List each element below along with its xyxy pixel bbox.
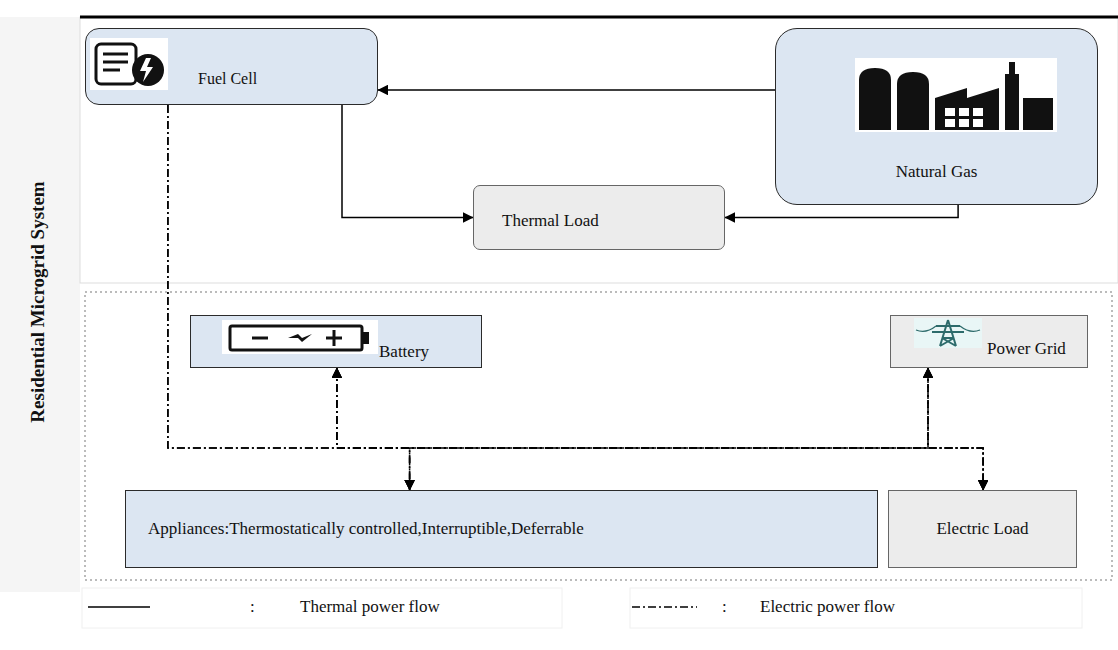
legend-separator: : [722,595,727,619]
legend-separator: : [250,595,255,619]
electric-panel [85,292,1112,580]
thermal-panel [80,17,1118,283]
node-label: Fuel Cell [198,69,257,88]
node-label: Thermal Load [502,211,599,231]
legend-panel [630,588,1082,628]
node-box: Power Grid [890,315,1088,368]
legend-panel [82,588,562,628]
node-box: Electric Load [888,490,1077,568]
node-box: Appliances:Thermostatically controlled,I… [125,490,878,568]
node-label: Battery [379,342,429,362]
legend-dashdot-line [632,606,697,608]
system-title: Residential Microgrid System [26,172,50,432]
electric-flow [168,105,410,490]
thermal-flow [342,105,473,218]
node-label: Electric Load [936,519,1028,539]
top-rule [80,16,1118,19]
node-box: Fuel Cell [85,28,378,105]
thermal-flow [725,205,958,218]
node-label: Appliances:Thermostatically controlled,I… [148,519,584,539]
node-box: Natural Gas [775,28,1098,205]
legend-text: Electric power flow [760,595,895,619]
thermal-flow [378,89,775,91]
node-label: Natural Gas [896,162,978,182]
node-box: Thermal Load [473,185,725,250]
node-label: Power Grid [987,339,1066,359]
electric-flow [337,368,928,448]
legend-text: Thermal power flow [300,595,440,619]
electric-flow [337,368,983,490]
legend-solid-line [88,606,150,608]
electric-flow [410,368,928,490]
side-stripe [0,17,80,592]
electric-flow [337,368,410,490]
electric-flow [928,368,983,490]
node-box: Battery [190,315,482,368]
